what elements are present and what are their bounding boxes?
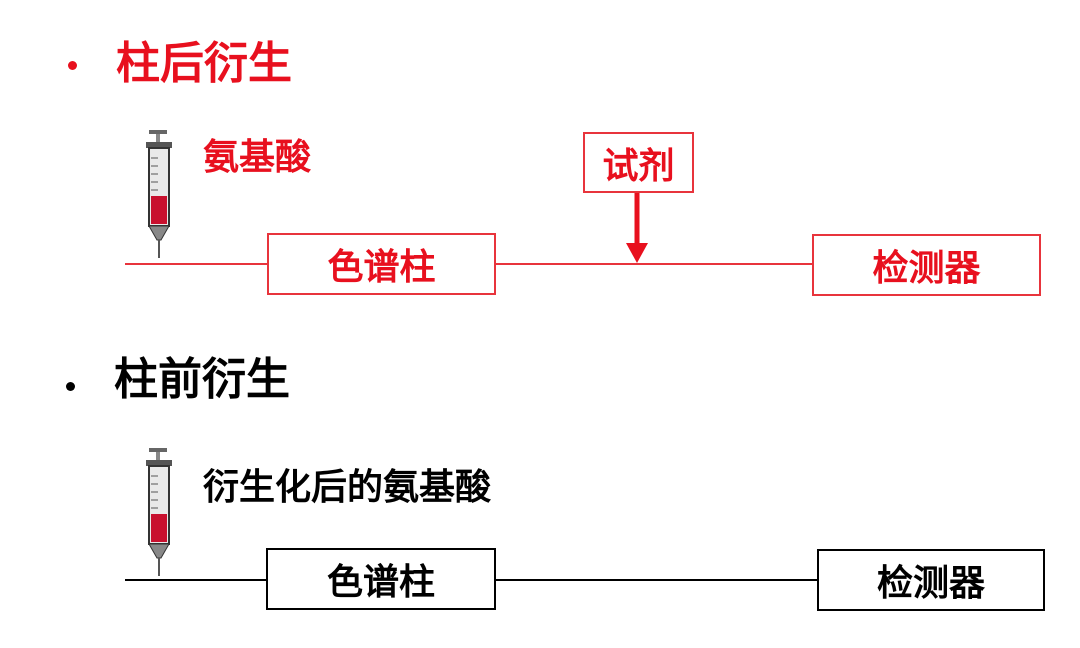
detector-box: 检测器 [817, 549, 1045, 611]
bullet-pre-column [66, 382, 75, 391]
bullet-post-column [68, 61, 77, 70]
syringe-icon [146, 448, 172, 576]
column-box: 色谱柱 [266, 548, 496, 610]
syringe-icon [146, 130, 172, 258]
detector-box: 检测器 [812, 234, 1041, 296]
reagent-arrow [626, 193, 648, 263]
heading-pre-column: 柱前衍生 [114, 354, 290, 405]
column-box: 色谱柱 [267, 233, 496, 295]
heading-post-column: 柱后衍生 [116, 38, 292, 89]
sample-label: 衍生化后的氨基酸 [203, 467, 492, 508]
reagent-box: 试剂 [583, 132, 694, 193]
sample-label: 氨基酸 [203, 137, 312, 178]
